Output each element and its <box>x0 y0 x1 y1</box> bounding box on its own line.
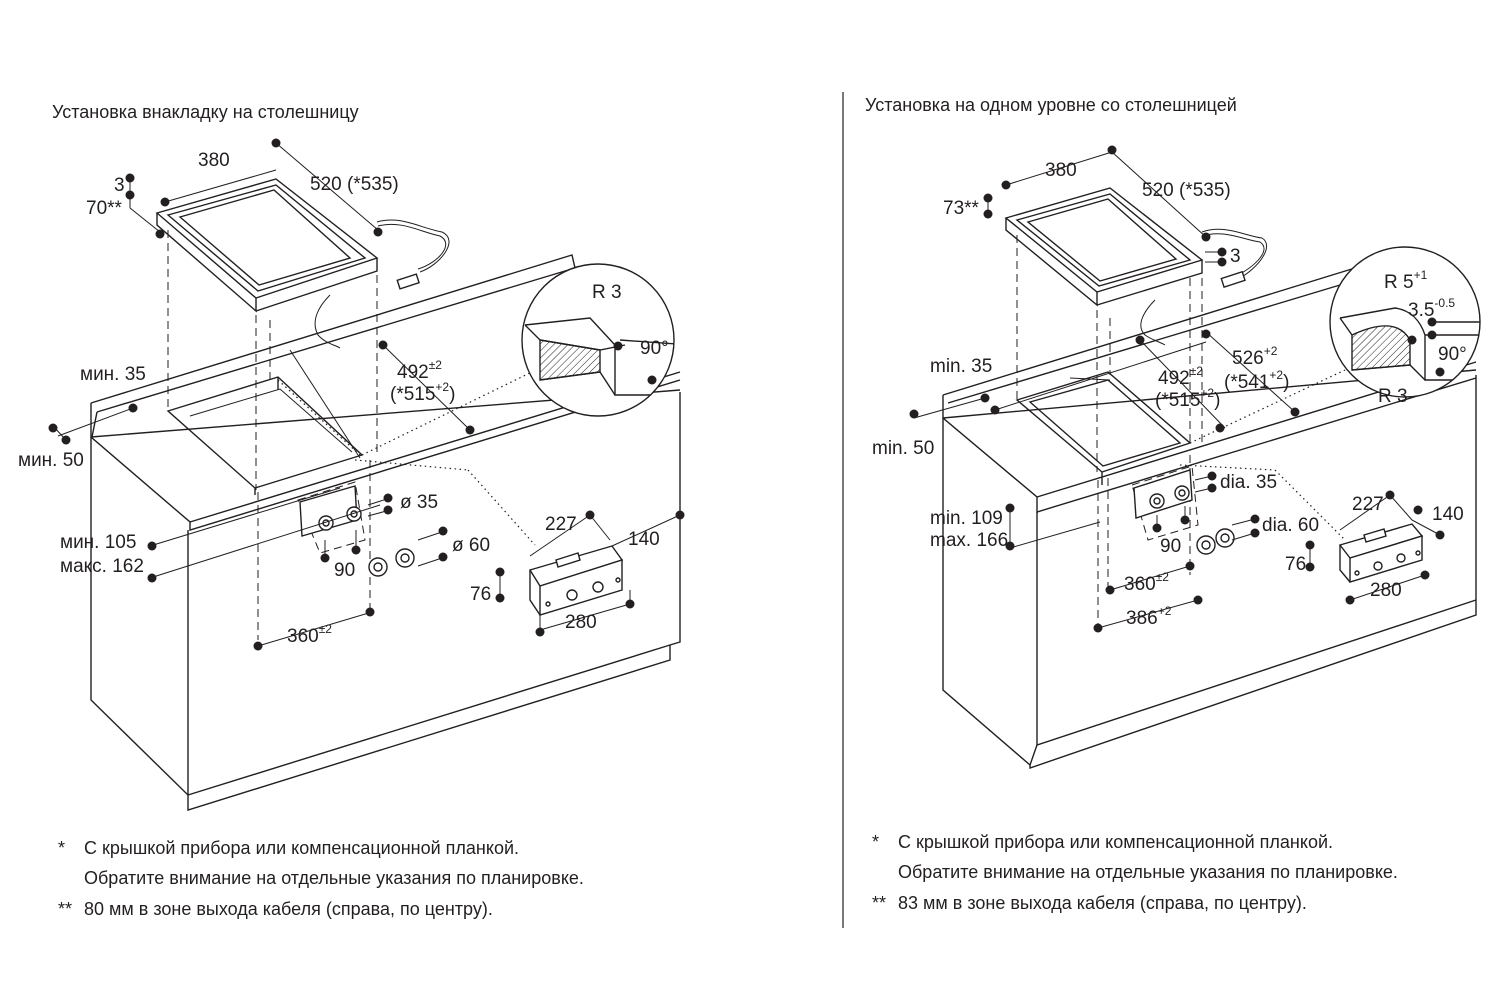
left-note-3: **80 мм в зоне выхода кабеля (справа, по… <box>58 899 493 919</box>
right-dim-140: 140 <box>1432 504 1464 525</box>
right-dim-73: 73** <box>943 198 980 219</box>
left-note-1: *С крышкой прибора или компенсационной п… <box>58 838 520 858</box>
right-dim-min35: min. 35 <box>930 356 992 377</box>
right-dim-r5: R 5+1 <box>1384 268 1428 293</box>
left-dim-515: (*515+2) <box>390 380 455 405</box>
left-dim-520: 520 (*535) <box>310 174 399 195</box>
left-dim-380: 380 <box>198 150 230 171</box>
left-connection-box <box>297 481 415 577</box>
left-dim-min105: мин. 105 <box>60 532 136 553</box>
left-dim-dia60: ø 60 <box>452 535 490 556</box>
right-note-2: Обратите внимание на отдельные указания … <box>898 862 1398 882</box>
left-dim-90deg: 90° <box>640 338 669 359</box>
left-dim-140: 140 <box>628 529 660 550</box>
left-dim-280: 280 <box>565 612 597 633</box>
right-dimension-points <box>909 145 1445 633</box>
right-dim-r3: R 3 <box>1378 386 1408 407</box>
right-dim-526: 526+2 <box>1232 344 1278 369</box>
right-note-3: **83 мм в зоне выхода кабеля (справа, по… <box>872 893 1307 913</box>
left-dim-dia35: ø 35 <box>400 492 438 513</box>
right-dim-360: 360±2 <box>1124 570 1169 595</box>
right-connection-box <box>1131 465 1235 555</box>
right-dim-515: (*515+2) <box>1155 386 1220 411</box>
left-dim-76: 76 <box>470 584 491 605</box>
left-projection-lines <box>167 230 541 640</box>
right-title: Установка на одном уровне со столешницей <box>865 95 1237 115</box>
left-dim-227: 227 <box>545 514 577 535</box>
right-dim-76: 76 <box>1285 554 1306 575</box>
right-dim-3: 3 <box>1230 246 1241 267</box>
right-dim-min50: min. 50 <box>872 438 934 459</box>
left-dim-min50: мин. 50 <box>18 450 84 471</box>
right-note-1: *С крышкой прибора или компенсационной п… <box>872 832 1334 852</box>
right-dim-dia35: dia. 35 <box>1220 472 1277 493</box>
left-dim-70: 70** <box>86 198 123 219</box>
right-dim-520: 520 (*535) <box>1142 180 1231 201</box>
left-note-2: Обратите внимание на отдельные указания … <box>84 868 584 888</box>
right-cabinet <box>942 375 1477 769</box>
left-cutout <box>166 376 364 495</box>
right-dim-492: 492±2 <box>1158 364 1203 389</box>
left-dim-360: 360±2 <box>287 622 332 647</box>
right-dim-380: 380 <box>1045 160 1077 181</box>
right-dim-3-5: 3.5-0.5 <box>1408 296 1455 321</box>
right-dim-386: 386+2 <box>1126 604 1172 629</box>
left-dim-min35: мин. 35 <box>80 364 146 385</box>
left-dimension-lines <box>52 142 681 647</box>
right-detail-circle <box>1329 246 1481 398</box>
right-dim-541: (*541+2) <box>1224 368 1289 393</box>
right-dim-max166: max. 166 <box>930 530 1008 551</box>
left-title: Установка внакладку на столешницу <box>52 102 359 122</box>
right-dim-90deg: 90° <box>1438 344 1467 365</box>
left-dim-max162: макс. 162 <box>60 556 144 577</box>
left-dim-492: 492±2 <box>397 358 442 383</box>
right-bracket <box>1338 523 1424 583</box>
left-cabinet <box>90 392 681 811</box>
right-dim-90: 90 <box>1160 536 1181 557</box>
right-dim-280: 280 <box>1370 580 1402 601</box>
left-bracket <box>528 545 624 616</box>
left-hob <box>155 178 450 349</box>
right-dim-min109: min. 109 <box>930 508 1003 529</box>
left-dim-3: 3 <box>114 175 125 196</box>
left-detail-circle <box>521 263 675 417</box>
left-dim-r3: R 3 <box>592 282 622 303</box>
left-dimension-points <box>48 138 685 651</box>
right-hob <box>1004 187 1268 346</box>
right-dim-dia60: dia. 60 <box>1262 515 1319 536</box>
right-dim-227: 227 <box>1352 494 1384 515</box>
left-dim-90: 90 <box>334 560 355 581</box>
